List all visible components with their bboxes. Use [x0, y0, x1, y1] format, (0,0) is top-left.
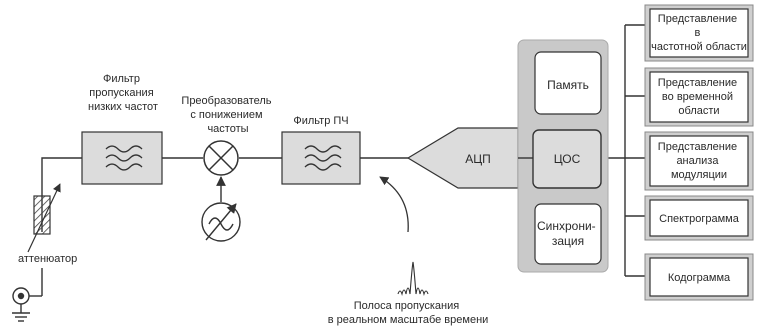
lowpass-filter-block	[81, 131, 163, 185]
adc-block	[406, 127, 519, 189]
sync-label: Синхрони- зация	[537, 219, 599, 248]
bandwidth-arrow	[379, 176, 409, 233]
input-connector-icon	[12, 287, 43, 305]
dsp-label: ЦОС	[554, 152, 581, 166]
svg-text:Кодограмма: Кодограмма	[668, 272, 731, 284]
downconverter-label: Преобразователь с понижением частоты	[181, 95, 274, 135]
local-oscillator-icon	[201, 202, 241, 242]
ground-icon	[12, 304, 30, 322]
filter-wave-icon	[105, 145, 143, 171]
svg-text:Представление анализа: Представление анализа модуляции	[658, 141, 740, 181]
output-panel-spectrogram: Спектрограмма	[644, 195, 754, 241]
sinc-pulse-icon	[397, 261, 429, 296]
attenuator	[27, 183, 61, 253]
output-panel-time: Представление во временной области	[644, 67, 754, 127]
if-filter-block	[281, 131, 361, 185]
filter-wave-icon	[304, 145, 342, 171]
svg-text:Представление во временн: Представление во временной области	[658, 77, 740, 117]
if-filter-label: Фильтр ПЧ	[293, 115, 348, 127]
memory-block	[534, 51, 602, 115]
output-panel-frequency: Представление в частотной области	[644, 4, 754, 62]
dsp-block	[532, 129, 602, 189]
sync-block	[534, 203, 602, 265]
memory-label: Память	[547, 78, 589, 92]
attenuator-label: аттенюатор	[18, 253, 77, 265]
svg-text:Представление в ча: Представление в частотной области	[651, 13, 747, 53]
lowpass-filter-label: Фильтр пропускания низких частот	[88, 73, 158, 113]
bandwidth-note: Полоса пропускания в реальном масштабе в…	[328, 300, 489, 326]
output-panel-modulation: Представление анализа модуляции	[644, 131, 754, 191]
adc-label: АЦП	[465, 152, 491, 166]
svg-text:Спектрограмма: Спектрограмма	[659, 213, 740, 225]
output-panel-codogram: Кодограмма	[644, 253, 754, 301]
mixer-icon	[203, 140, 239, 176]
signal-lines	[41, 24, 645, 290]
